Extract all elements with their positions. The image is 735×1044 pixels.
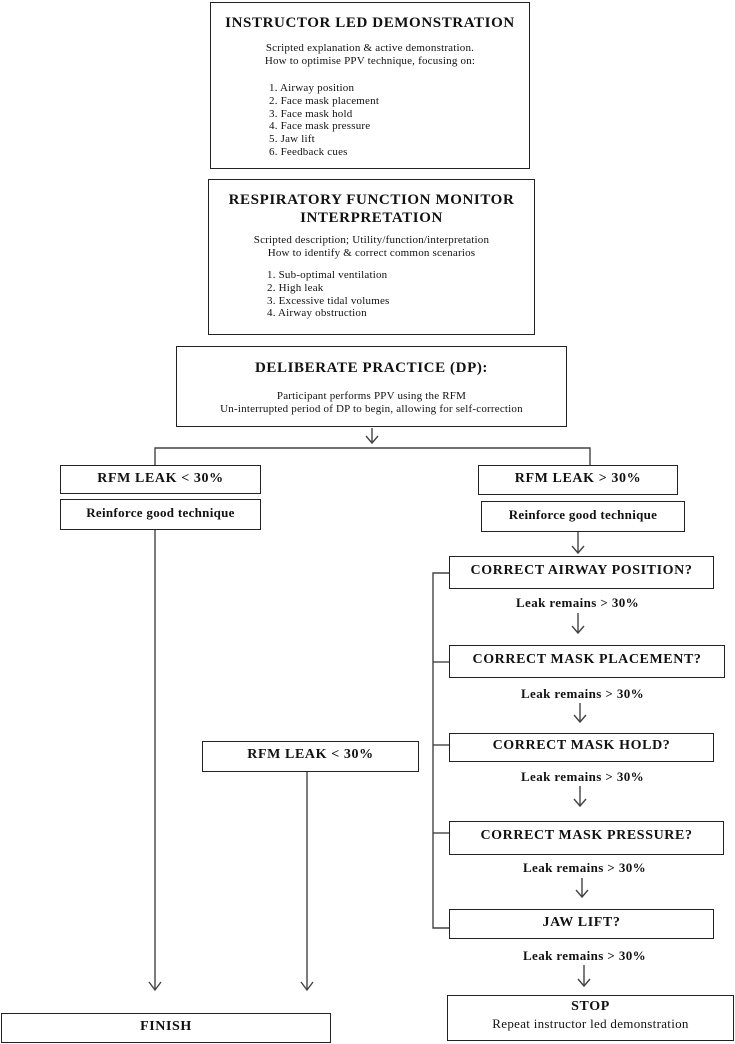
left-leak-box: RFM LEAK < 30% (60, 465, 261, 494)
deliberate-practice-desc-2: Un-interrupted period of DP to begin, al… (220, 403, 523, 415)
stop-box: STOP Repeat instructor led demonstration (447, 995, 734, 1041)
rfm-interpretation-box: RESPIRATORY FUNCTION MONITOR INTERPRETAT… (208, 179, 535, 335)
step-placement-remains: Leak remains > 30% (520, 686, 645, 701)
finish-box: FINISH (1, 1013, 331, 1043)
step-hold-box: CORRECT MASK HOLD? (449, 733, 714, 762)
left-leak-label: RFM LEAK < 30% (97, 471, 224, 486)
instructor-demo-list: 1. Airway position 2. Face mask placemen… (269, 82, 529, 159)
mid-leak-box: RFM LEAK < 30% (202, 741, 419, 772)
rfm-title-line-1: RESPIRATORY FUNCTION MONITOR (228, 192, 515, 208)
list-item: 2. High leak (267, 281, 324, 294)
rfm-title-line-2: INTERPRETATION (300, 210, 443, 226)
step-airway-remains: Leak remains > 30% (515, 595, 640, 610)
left-reinforce-label: Reinforce good technique (86, 505, 235, 520)
stop-title: STOP (571, 999, 610, 1014)
right-leak-box: RFM LEAK > 30% (478, 465, 678, 495)
step-placement-label: CORRECT MASK PLACEMENT? (472, 652, 702, 667)
step-pressure-remains: Leak remains > 30% (522, 860, 647, 875)
step-pressure-label: CORRECT MASK PRESSURE? (480, 828, 693, 843)
step-airway-box: CORRECT AIRWAY POSITION? (449, 556, 714, 589)
rfm-desc-1: Scripted description; Utility/function/i… (253, 234, 490, 246)
right-leak-label: RFM LEAK > 30% (514, 471, 642, 486)
list-item: 4. Face mask pressure (269, 120, 371, 133)
step-airway-label: CORRECT AIRWAY POSITION? (470, 563, 693, 578)
step-jaw-lift-remains: Leak remains > 30% (522, 948, 647, 963)
right-reinforce-box: Reinforce good technique (481, 501, 685, 532)
step-placement-box: CORRECT MASK PLACEMENT? (449, 645, 725, 678)
left-reinforce-box: Reinforce good technique (60, 499, 261, 530)
instructor-demo-desc-1: Scripted explanation & active demonstrat… (265, 42, 475, 54)
step-hold-remains: Leak remains > 30% (520, 769, 645, 784)
step-hold-label: CORRECT MASK HOLD? (492, 738, 671, 753)
list-item: 1. Sub-optimal ventilation (267, 269, 388, 281)
instructor-demo-desc-2: How to optimise PPV technique, focusing … (264, 55, 476, 67)
instructor-demo-title: INSTRUCTOR LED DEMONSTRATION (225, 15, 515, 31)
rfm-desc-2: How to identify & correct common scenari… (267, 247, 476, 259)
list-item: 3. Excessive tidal volumes (267, 294, 390, 307)
step-pressure-box: CORRECT MASK PRESSURE? (449, 821, 724, 855)
list-item: 3. Face mask hold (269, 107, 353, 120)
list-item: 1. Airway position (269, 82, 355, 94)
right-reinforce-label: Reinforce good technique (508, 507, 658, 522)
list-item: 4. Airway obstruction (267, 307, 367, 320)
mid-leak-label: RFM LEAK < 30% (247, 747, 374, 762)
deliberate-practice-title: DELIBERATE PRACTICE (DP): (254, 360, 489, 376)
rfm-list: 1. Sub-optimal ventilation 2. High leak … (267, 269, 534, 320)
step-jaw-lift-box: JAW LIFT? (449, 909, 714, 939)
deliberate-practice-desc-1: Participant performs PPV using the RFM (276, 390, 467, 402)
finish-label: FINISH (140, 1019, 192, 1034)
list-item: 2. Face mask placement (269, 94, 380, 107)
list-item: 5. Jaw lift (269, 133, 315, 146)
deliberate-practice-box: DELIBERATE PRACTICE (DP): Participant pe… (176, 346, 567, 427)
stop-desc: Repeat instructor led demonstration (492, 1016, 689, 1031)
instructor-demo-box: INSTRUCTOR LED DEMONSTRATION Scripted ex… (210, 2, 530, 169)
list-item: 6. Feedback cues (269, 145, 348, 158)
step-jaw-lift-label: JAW LIFT? (542, 915, 621, 930)
